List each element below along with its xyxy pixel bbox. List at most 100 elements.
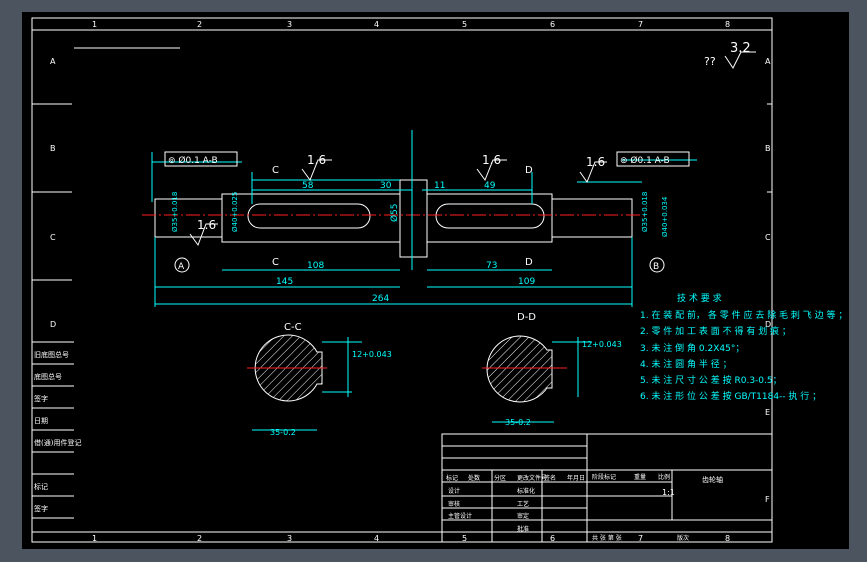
svg-text:??: ?? xyxy=(704,55,716,68)
svg-text:⊚ Ø0.1 A-B: ⊚ Ø0.1 A-B xyxy=(168,155,218,166)
svg-text:1:1: 1:1 xyxy=(662,488,675,497)
svg-text:标记: 标记 xyxy=(34,482,48,491)
dimension-texts: 58 30 11 49 108 73 145 109 264 Ø55 Ø35+0… xyxy=(171,181,669,304)
svg-text:B: B xyxy=(50,144,56,153)
svg-text:35-0.2: 35-0.2 xyxy=(270,428,296,437)
svg-text:4: 4 xyxy=(374,534,379,543)
svg-text:A: A xyxy=(50,57,56,66)
svg-text:B: B xyxy=(653,262,659,272)
svg-text:标准化: 标准化 xyxy=(517,487,535,495)
svg-text:D: D xyxy=(525,165,533,176)
svg-text:工艺: 工艺 xyxy=(517,500,529,508)
svg-text:批准: 批准 xyxy=(517,525,529,533)
svg-text:3: 3 xyxy=(287,534,292,543)
svg-text:Ø35+0.018: Ø35+0.018 xyxy=(171,192,179,232)
svg-text:1.6: 1.6 xyxy=(307,153,326,167)
svg-text:技 术 要 求: 技 术 要 求 xyxy=(677,292,722,304)
svg-text:1.6: 1.6 xyxy=(197,218,216,232)
inner-frame xyxy=(31,17,773,543)
svg-text:F: F xyxy=(765,495,770,504)
svg-text:73: 73 xyxy=(486,261,497,271)
svg-text:C: C xyxy=(272,165,279,176)
svg-text:签名: 签名 xyxy=(544,474,556,482)
engineering-drawing: 1 2 3 4 5 6 7 8 1 2 3 4 5 6 7 8 A B C D … xyxy=(31,17,847,543)
left-side-table: 旧底图总号 底图总号 签字 日期 借(通)用件登记 标记 签字 xyxy=(32,341,81,519)
svg-text:5. 未 注 尺 寸 公 差 按 R0.3-0.5；: 5. 未 注 尺 寸 公 差 按 R0.3-0.5； xyxy=(640,374,782,386)
svg-text:标记: 标记 xyxy=(446,474,458,482)
svg-text:重量: 重量 xyxy=(634,473,646,481)
drawing-sheet: 1 2 3 4 5 6 7 8 1 2 3 4 5 6 7 8 A B C D … xyxy=(22,12,849,549)
svg-text:主管设计: 主管设计 xyxy=(448,512,472,520)
svg-text:处数: 处数 xyxy=(468,474,480,482)
tolerance-frame-right: ⊚ Ø0.1 A-B xyxy=(616,151,690,167)
svg-text:4: 4 xyxy=(374,20,379,29)
svg-text:108: 108 xyxy=(307,261,324,271)
svg-text:11: 11 xyxy=(434,181,445,191)
svg-text:7: 7 xyxy=(638,20,643,29)
svg-text:145: 145 xyxy=(276,277,293,287)
section-cc: C-C 12+0.043 35-0.2 xyxy=(247,322,392,437)
svg-text:审定: 审定 xyxy=(517,512,529,520)
svg-text:日期: 日期 xyxy=(34,417,48,425)
svg-text:8: 8 xyxy=(725,20,730,29)
svg-text:58: 58 xyxy=(302,181,314,191)
svg-text:4. 未 注 圆 角 半 径 ；: 4. 未 注 圆 角 半 径 ； xyxy=(640,358,732,370)
svg-text:264: 264 xyxy=(372,294,389,304)
svg-text:Ø40+0.034: Ø40+0.034 xyxy=(661,196,669,237)
svg-text:Ø55: Ø55 xyxy=(389,203,400,222)
svg-text:B: B xyxy=(765,144,771,153)
svg-text:C-C: C-C xyxy=(284,322,302,333)
svg-text:D-D: D-D xyxy=(517,312,536,323)
datum-b: B xyxy=(649,257,665,273)
svg-text:Ø35+0.018: Ø35+0.018 xyxy=(641,192,649,232)
svg-text:分区: 分区 xyxy=(494,474,506,482)
roughness-marks-shaft: 1.6 1.6 1.6 1.6 xyxy=(189,153,607,247)
svg-text:5: 5 xyxy=(462,20,467,29)
roughness-symbol-main: ?? 3.2 xyxy=(704,41,756,69)
left-margin-marks xyxy=(32,103,772,281)
svg-text:12+0.043: 12+0.043 xyxy=(352,350,392,359)
svg-text:35-0.2: 35-0.2 xyxy=(505,418,531,427)
svg-text:6: 6 xyxy=(550,20,555,29)
svg-text:1: 1 xyxy=(92,20,97,29)
svg-text:D: D xyxy=(50,320,56,329)
svg-text:8: 8 xyxy=(725,534,730,543)
grid-row-labels: A B C D A B C D E F xyxy=(50,57,771,504)
svg-text:3. 未 注 倒 角 0.2X45°；: 3. 未 注 倒 角 0.2X45°； xyxy=(640,342,744,354)
svg-text:更改文件号: 更改文件号 xyxy=(517,474,547,482)
svg-text:借(通)用件登记: 借(通)用件登记 xyxy=(34,438,81,447)
svg-text:A: A xyxy=(765,57,771,66)
svg-text:6. 未 注 形 位 公 差 按 GB/T1184-- 执: 6. 未 注 形 位 公 差 按 GB/T1184-- 执 行 ； xyxy=(640,390,821,402)
svg-text:30: 30 xyxy=(380,181,392,191)
svg-text:C: C xyxy=(272,257,279,268)
svg-text:C: C xyxy=(765,233,771,242)
datum-a: A xyxy=(174,257,190,273)
svg-text:共 张 第 张: 共 张 第 张 xyxy=(592,534,622,542)
svg-text:旧底图总号: 旧底图总号 xyxy=(34,350,69,359)
svg-text:设计: 设计 xyxy=(448,487,460,495)
tolerance-frame-left: ⊚ Ø0.1 A-B xyxy=(164,151,238,167)
svg-text:C: C xyxy=(50,233,56,242)
svg-text:1: 1 xyxy=(92,534,97,543)
shaft-outline xyxy=(154,179,633,258)
section-labels: C C D D xyxy=(272,165,533,268)
keyway-c xyxy=(247,203,371,229)
svg-text:6: 6 xyxy=(550,534,555,543)
grid-column-labels: 1 2 3 4 5 6 7 8 1 2 3 4 5 6 7 8 xyxy=(92,20,730,543)
svg-text:D: D xyxy=(525,257,533,268)
svg-text:E: E xyxy=(765,408,770,417)
svg-text:49: 49 xyxy=(484,181,496,191)
title-block: 标记 处数 分区 更改文件号 签名 年月日 设计 标准化 审核 工艺 主管设计 … xyxy=(441,433,773,543)
shaft-dimensions xyxy=(151,130,697,307)
technical-requirements: 技 术 要 求 1. 在 装 配 前， 各 零 件 应 去 除 毛 刺 飞 边 … xyxy=(640,292,847,402)
svg-text:底图总号: 底图总号 xyxy=(34,372,62,381)
keyway-d xyxy=(435,203,545,229)
svg-text:Ø40+0.025: Ø40+0.025 xyxy=(231,192,239,232)
svg-text:版次: 版次 xyxy=(677,534,689,542)
svg-text:1. 在 装 配 前， 各 零 件 应 去 除 毛 刺 飞: 1. 在 装 配 前， 各 零 件 应 去 除 毛 刺 飞 边 等 ； xyxy=(640,309,847,321)
svg-text:2: 2 xyxy=(197,20,202,29)
svg-text:2. 零 件 加 工 表 面 不 得 有 划 痕 ；: 2. 零 件 加 工 表 面 不 得 有 划 痕 ； xyxy=(640,325,791,337)
svg-text:⊚ Ø0.1 A-B: ⊚ Ø0.1 A-B xyxy=(620,155,670,166)
svg-text:比例: 比例 xyxy=(658,473,670,481)
svg-text:5: 5 xyxy=(462,534,467,543)
